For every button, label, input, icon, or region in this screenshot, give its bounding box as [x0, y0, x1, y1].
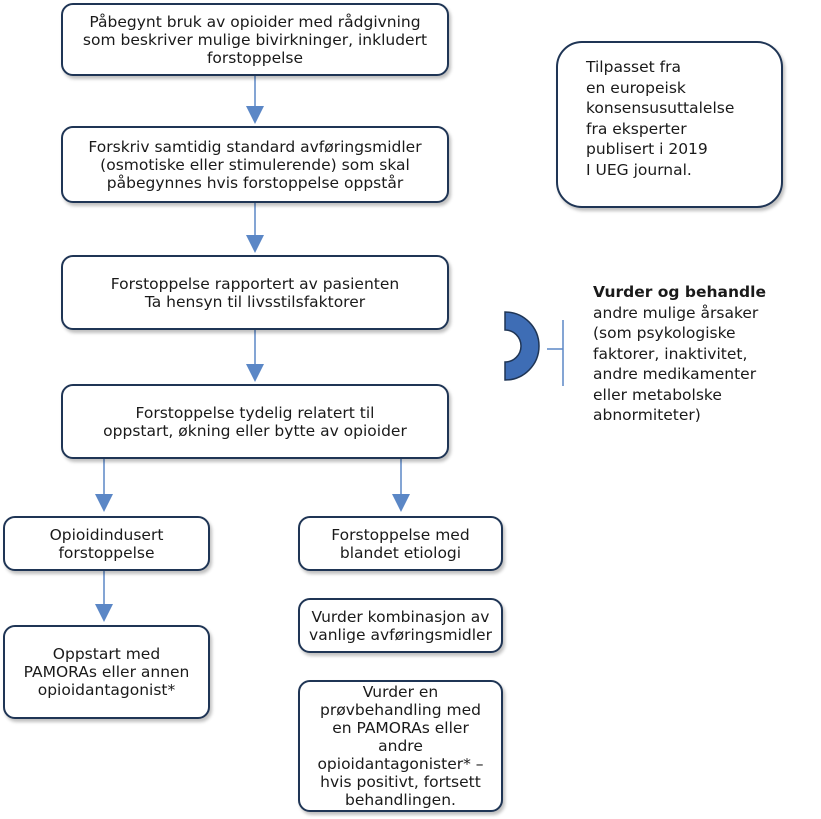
step-opioid-related: Forstoppelse tydelig relatert til oppsta…	[61, 384, 449, 459]
step-constipation-reported: Forstoppelse rapportert av pasienten Ta …	[61, 255, 449, 330]
source-note-text: Tilpasset fra en europeisk konsensusutta…	[586, 58, 735, 179]
box-combination-laxatives-text: Vurder kombinasjon av vanlige avføringsm…	[309, 607, 492, 644]
box-trial-treatment-text: Vurder en prøvbehandling med en PAMORAs …	[317, 683, 484, 809]
box-start-pamoras-text: Oppstart med PAMORAs eller annen opioida…	[23, 645, 190, 699]
step-prescribe-laxatives: Forskriv samtidig standard avføringsmidl…	[61, 126, 449, 203]
step-opioid-related-text: Forstoppelse tydelig relatert til oppsta…	[103, 403, 407, 440]
side-note: Vurder og behandle andre mulige årsaker …	[593, 282, 808, 426]
step-prescribe-laxatives-text: Forskriv samtidig standard avføringsmidl…	[88, 137, 422, 192]
box-opioid-induced-text: Opioidindusert forstoppelse	[49, 525, 164, 562]
source-note-box: Tilpasset fra en europeisk konsensusutta…	[556, 41, 783, 208]
side-note-body: andre mulige årsaker (som psykologiske f…	[593, 303, 759, 425]
step-constipation-reported-text: Forstoppelse rapportert av pasienten Ta …	[110, 274, 400, 311]
box-opioid-induced: Opioidindusert forstoppelse	[3, 516, 210, 571]
step-start-opioid: Påbegynt bruk av opioider med rådgivning…	[61, 3, 449, 76]
side-note-heading: Vurder og behandle	[593, 283, 766, 301]
box-trial-treatment: Vurder en prøvbehandling med en PAMORAs …	[298, 680, 503, 812]
box-mixed-etiology-text: Forstoppelse med blandet etiologi	[331, 525, 470, 562]
box-start-pamoras: Oppstart med PAMORAs eller annen opioida…	[3, 625, 210, 719]
box-combination-laxatives: Vurder kombinasjon av vanlige avføringsm…	[298, 598, 503, 653]
bracket-shape	[504, 311, 540, 381]
step-start-opioid-text: Påbegynt bruk av opioider med rådgivning…	[82, 12, 428, 67]
box-mixed-etiology: Forstoppelse med blandet etiologi	[298, 516, 503, 571]
